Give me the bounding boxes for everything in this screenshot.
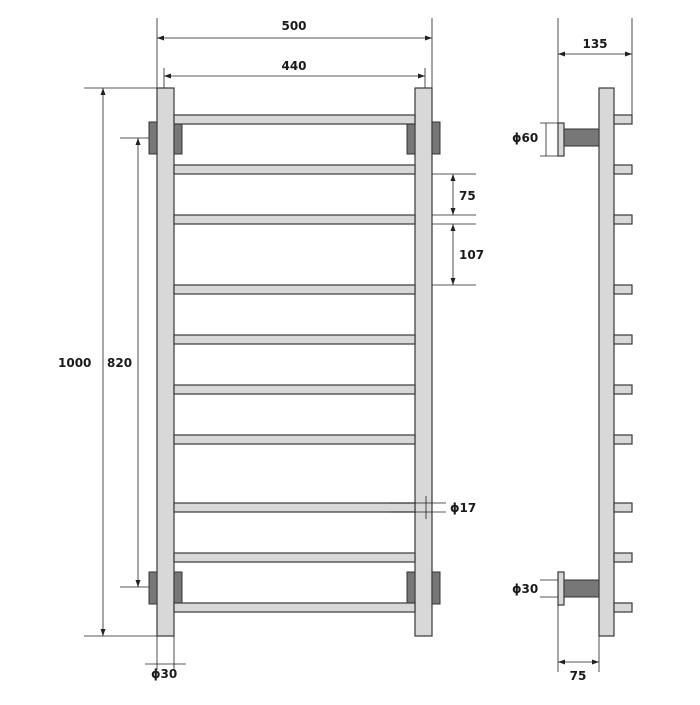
label-rung-spacing-large: 107 bbox=[459, 248, 484, 262]
bracket-top-left-outer bbox=[148, 121, 158, 155]
label-bracket-diameter: ϕ30 bbox=[512, 582, 538, 596]
bracket-bottom-right-inner bbox=[406, 571, 416, 605]
side-rail bbox=[598, 87, 615, 637]
label-depth: 135 bbox=[582, 37, 607, 51]
dim-rung-diameter: ϕ17 bbox=[390, 496, 476, 519]
bottom-flange bbox=[557, 571, 565, 606]
label-mount-height: 820 bbox=[107, 356, 132, 370]
dim-mount-height: 820 bbox=[107, 137, 158, 588]
rung-stub bbox=[613, 384, 633, 395]
rung-stub bbox=[613, 502, 633, 513]
rungs bbox=[173, 114, 416, 613]
left-rail bbox=[156, 87, 175, 637]
rung-stub bbox=[613, 164, 633, 175]
rung bbox=[173, 164, 416, 175]
rung bbox=[173, 284, 416, 295]
rung bbox=[173, 214, 416, 225]
label-flange-diameter: ϕ60 bbox=[512, 131, 538, 145]
label-bracket-depth: 75 bbox=[570, 669, 587, 683]
rung bbox=[173, 384, 416, 395]
dim-rail-diameter: ϕ30 bbox=[145, 636, 186, 681]
rung bbox=[173, 502, 416, 513]
rung-stub bbox=[613, 334, 633, 345]
label-inner-width: 440 bbox=[281, 59, 306, 73]
bracket-bottom-left-outer bbox=[148, 571, 158, 605]
rung-stub bbox=[613, 602, 633, 613]
bracket-bottom-left-inner bbox=[173, 571, 183, 605]
side-rung-stubs bbox=[613, 114, 633, 613]
label-overall-width: 500 bbox=[281, 19, 306, 33]
rung bbox=[173, 114, 416, 125]
bottom-arm bbox=[563, 579, 600, 598]
rung bbox=[173, 602, 416, 613]
rung bbox=[173, 552, 416, 563]
dim-overall-width: 500 bbox=[156, 18, 433, 90]
label-overall-height: 1000 bbox=[58, 356, 91, 370]
dim-overall-height: 1000 bbox=[58, 87, 160, 637]
dim-rung-spacing-large: 107 bbox=[432, 223, 484, 286]
bracket-top-right-inner bbox=[406, 123, 416, 155]
top-flange bbox=[557, 122, 565, 157]
bracket-top-right-outer bbox=[431, 121, 441, 155]
right-rail bbox=[414, 87, 433, 637]
rung bbox=[173, 434, 416, 445]
side-top-mount: ϕ60 bbox=[512, 122, 600, 157]
dim-depth: 135 bbox=[557, 18, 633, 126]
rung-stub bbox=[613, 552, 633, 563]
rung-stub bbox=[613, 284, 633, 295]
side-view: 135 ϕ60 bbox=[512, 18, 633, 683]
top-arm bbox=[563, 128, 600, 147]
bracket-top-left-inner bbox=[173, 123, 183, 155]
rung-stub bbox=[613, 214, 633, 225]
rung-stub bbox=[613, 434, 633, 445]
front-view: 500 440 1000 820 bbox=[58, 18, 484, 681]
label-rung-diameter: ϕ17 bbox=[450, 501, 476, 515]
label-rung-spacing-small: 75 bbox=[459, 189, 476, 203]
rung-stub bbox=[613, 114, 633, 125]
dim-bracket-depth: 75 bbox=[557, 605, 600, 683]
label-rail-diameter: ϕ30 bbox=[151, 667, 177, 681]
rung bbox=[173, 334, 416, 345]
dim-rung-spacing-small: 75 bbox=[432, 173, 476, 216]
bracket-bottom-right-outer bbox=[431, 571, 441, 605]
side-bottom-mount: ϕ30 bbox=[512, 571, 600, 606]
